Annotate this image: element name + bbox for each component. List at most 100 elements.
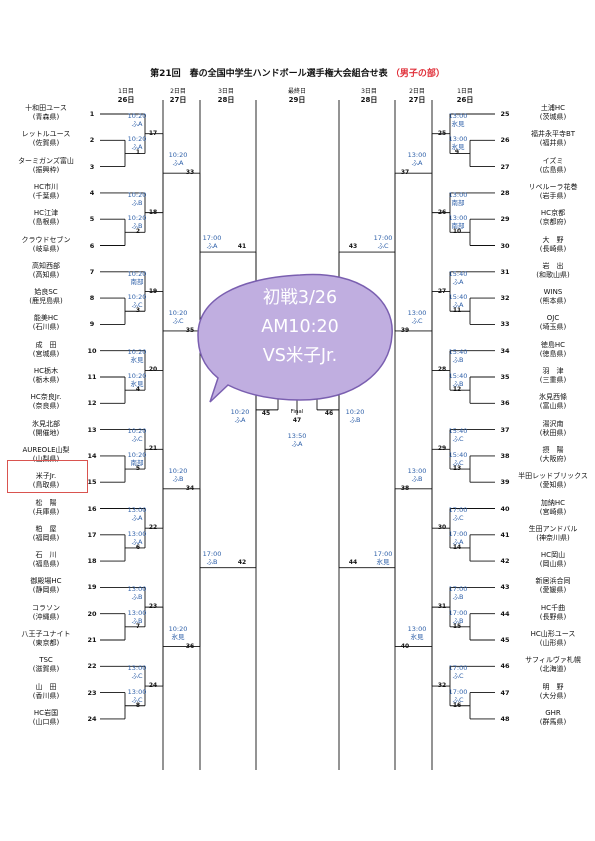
match-number: 30 (437, 524, 447, 532)
team-name: HC山形ユース (530, 630, 576, 638)
team-prefecture: (徳島県) (539, 349, 567, 358)
team-prefecture: (滋賀県) (32, 665, 60, 674)
team-prefecture: (沖縄県) (32, 612, 60, 621)
team-prefecture: (富山県) (539, 402, 567, 411)
team-name: WINS (543, 288, 563, 297)
team-name: 土浦HC (540, 104, 566, 112)
seed-number: 48 (500, 714, 510, 723)
seed-number: 41 (500, 530, 510, 539)
match-time-value: 10:20 (127, 214, 147, 223)
match-time-value: 10:20 (127, 269, 147, 278)
seed-number: 22 (87, 662, 97, 671)
match-number: 6 (135, 543, 141, 551)
match-time-value: 17:00 (448, 506, 468, 515)
date-label: 28日 (360, 96, 378, 104)
match-venue: 南部 (451, 222, 465, 231)
day-label: 3日目 (218, 88, 234, 95)
match-number: 16 (452, 701, 462, 709)
team-name: HC岡山 (540, 551, 566, 560)
team-prefecture: (開催地) (32, 428, 60, 437)
seed-number: 27 (500, 162, 510, 171)
seed-number: 5 (89, 215, 95, 224)
team-entry: 半田レッドブリックス(愛知県) (512, 472, 594, 490)
match-time-value: 10:20 (168, 466, 188, 475)
match-number: 25 (437, 129, 447, 137)
day-label: 1日目 (457, 88, 473, 95)
day-label: 2日目 (409, 88, 425, 95)
team-entry: リベルーラ花巻(岩手県) (512, 183, 594, 201)
day-label: 1日目 (118, 88, 134, 95)
team-name: 能美HC (33, 314, 59, 323)
team-entry: 氷見北部(開催地) (5, 420, 87, 438)
team-name: 加納HC (540, 498, 566, 507)
match-number: 18 (148, 208, 158, 216)
team-prefecture: (高知県) (32, 270, 60, 279)
team-prefecture: (埼玉県) (539, 323, 567, 332)
team-name: 氷見西條 (539, 393, 567, 402)
team-entry: 米子Jr.(鳥取県) (5, 472, 87, 490)
match-time-value: 10:20 (127, 372, 147, 381)
match-time-value: 10:20 (230, 407, 250, 416)
team-entry: 山 田(香川県) (5, 683, 87, 701)
team-name: 八王子ユナイト (21, 630, 71, 638)
seed-number: 28 (500, 188, 510, 197)
match-number: 46 (324, 409, 334, 417)
highlighted-team-box (7, 460, 88, 493)
match-time-value: 10:20 (127, 427, 147, 436)
match-number: 26 (437, 208, 447, 216)
team-entry: 姶良SC(鹿児島県) (5, 288, 87, 306)
match-venue: ふC (131, 672, 143, 681)
seed-number: 30 (500, 241, 510, 250)
team-entry: 氷見西條(富山県) (512, 393, 594, 411)
match-time-value: 13:00 (448, 190, 468, 199)
team-prefecture: (北海道) (539, 665, 567, 674)
match-venue: ふA (291, 439, 303, 448)
match-time-value: 13:00 (127, 664, 147, 673)
match-time-value: 10:20 (127, 451, 147, 460)
seed-number: 33 (500, 320, 510, 329)
team-entry: 能美HC(石川県) (5, 314, 87, 332)
match-number: 43 (348, 243, 358, 251)
match-number: 23 (148, 603, 158, 611)
team-name: サフィルヴァ札幌 (525, 656, 581, 665)
team-prefecture: (熊本県) (539, 297, 567, 306)
match-time-value: 15:40 (448, 372, 468, 381)
match-number: 13 (452, 465, 462, 473)
team-prefecture: (宮城県) (32, 349, 60, 358)
team-name: 生田アンドバル (528, 524, 578, 533)
match-time-value: 10:20 (127, 348, 147, 357)
speech-bubble (197, 273, 393, 403)
seed-number: 2 (89, 136, 95, 145)
team-prefecture: (青森県) (32, 113, 60, 121)
match-number: 8 (135, 701, 141, 709)
match-number: 36 (185, 642, 195, 650)
team-entry: 岩 出(和歌山県) (512, 262, 594, 280)
team-prefecture: (福岡県) (32, 533, 60, 542)
match-number: 7 (135, 622, 141, 630)
seed-number: 25 (500, 110, 510, 118)
seed-number: 46 (500, 662, 510, 671)
team-prefecture: (和歌山県) (536, 270, 570, 279)
team-entry: 加納HC(宮崎県) (512, 499, 594, 517)
match-number: 1 (135, 149, 141, 157)
match-number: 19 (148, 287, 158, 295)
team-entry: HC岡山(岡山県) (512, 551, 594, 569)
match-time-value: 17:00 (448, 687, 468, 696)
seed-number: 45 (500, 636, 510, 644)
team-entry: HC奈良Jr.(奈良県) (5, 393, 87, 411)
team-prefecture: (広島県) (539, 165, 567, 174)
team-entry: HC市川(千葉県) (5, 183, 87, 201)
seed-number: 17 (87, 530, 97, 539)
match-venue: ふA (452, 301, 464, 310)
team-name: GHR (545, 708, 561, 717)
